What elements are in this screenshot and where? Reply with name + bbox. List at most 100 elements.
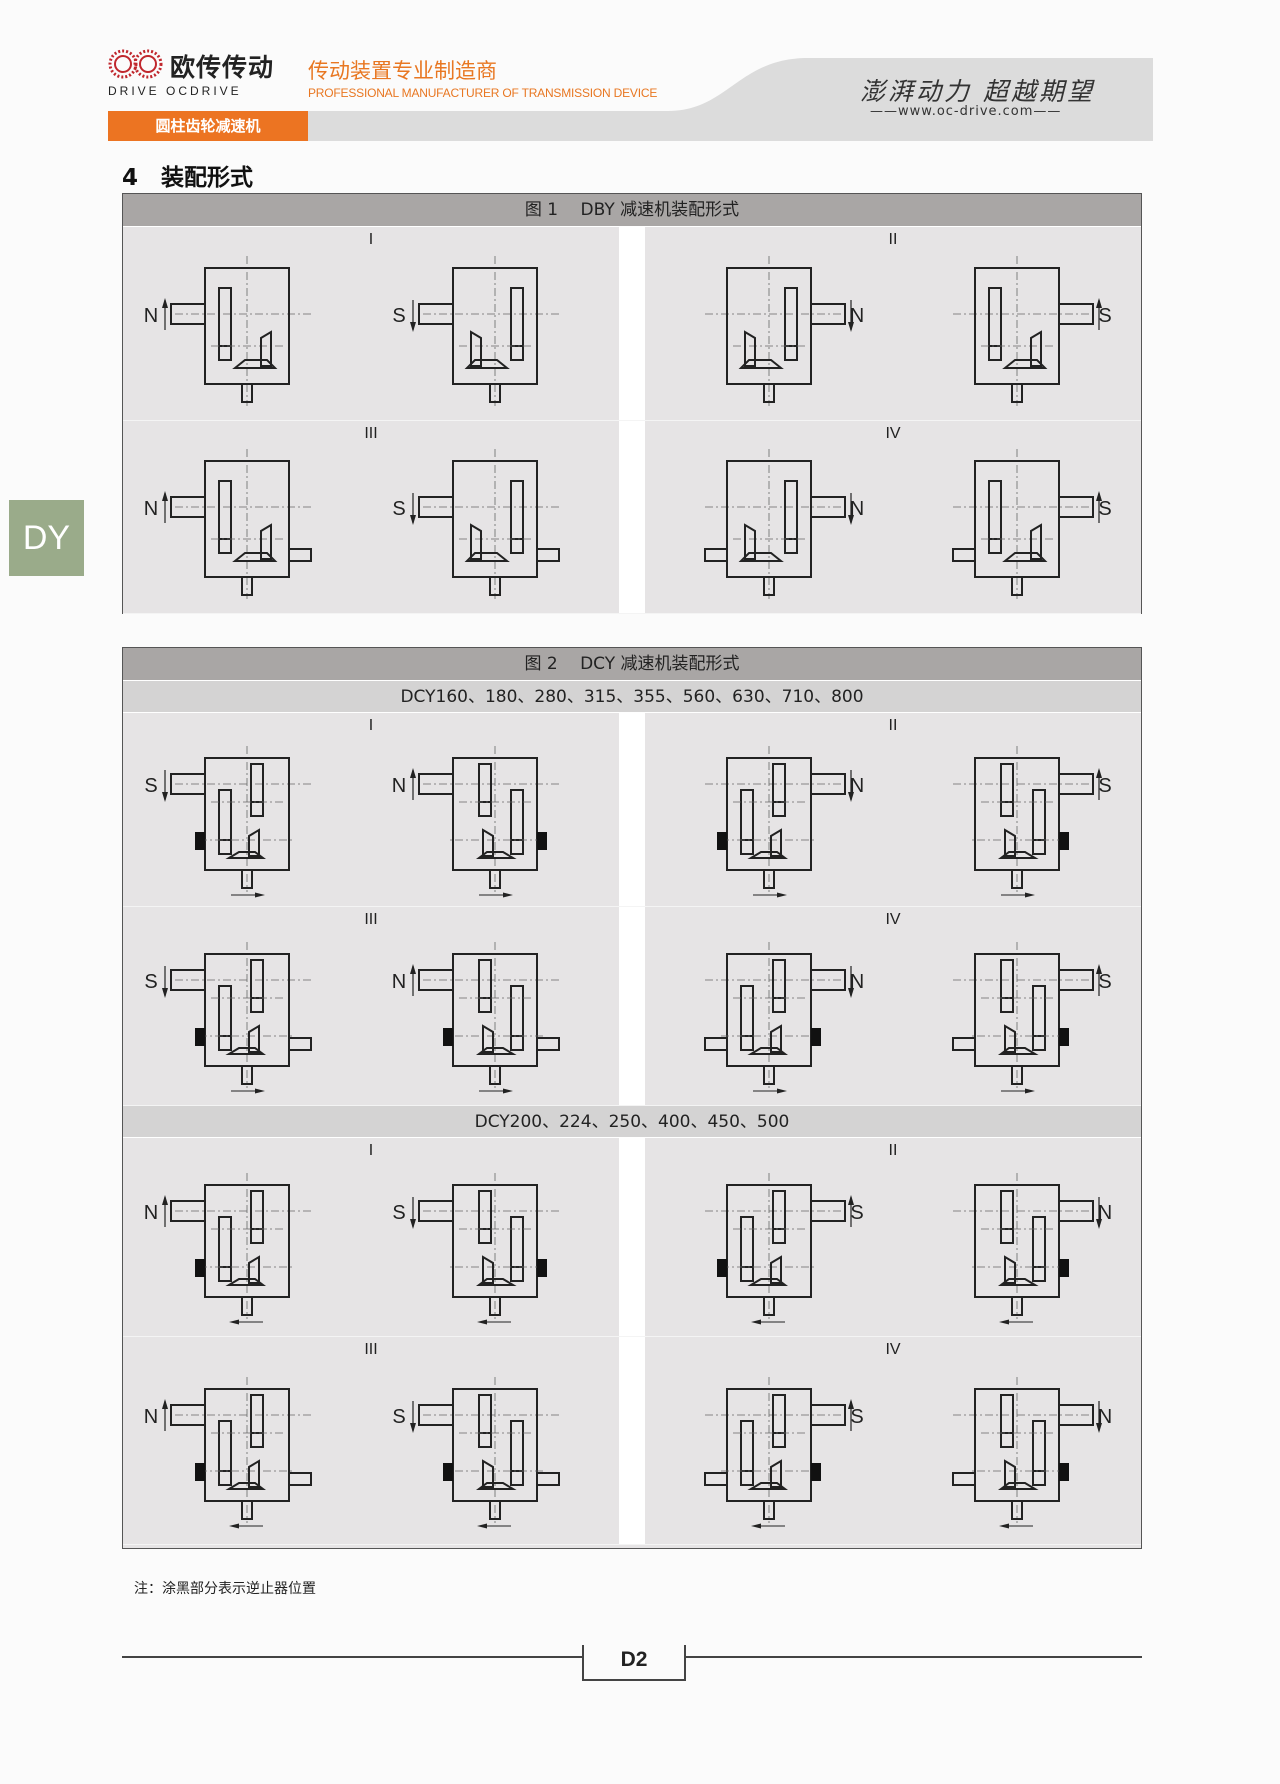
gear: [988, 286, 1002, 361]
rotation-label: N: [850, 305, 864, 327]
gear: [478, 762, 492, 817]
input-shaft: [1058, 969, 1094, 991]
rotation-label: S: [850, 1406, 863, 1428]
rotation-label: N: [850, 498, 864, 520]
input-shaft: [810, 302, 846, 325]
panel-gap: [619, 227, 645, 420]
output-shaft: [489, 1296, 501, 1316]
assembly-form-number: II: [888, 717, 898, 734]
gear-train: [447, 762, 543, 859]
bevel-gear: [744, 523, 756, 560]
backstop-block: [537, 831, 547, 850]
bevel-gear: [476, 1481, 517, 1490]
bevel-gear: [482, 827, 494, 857]
bevel-gear: [998, 1047, 1039, 1055]
assembly-form-number: III: [364, 425, 378, 442]
arrow-up-icon: [162, 491, 168, 501]
backstop-block: [811, 1462, 821, 1481]
backstop-block: [1059, 1028, 1069, 1046]
through-shaft: [704, 548, 728, 562]
category-tab: 圆柱齿轮减速机: [108, 111, 308, 141]
rotation-label: N: [1098, 1202, 1112, 1224]
gear: [510, 788, 524, 855]
rotation-label: S: [144, 775, 157, 797]
gear: [772, 959, 786, 1013]
arrow-down-icon: [410, 515, 416, 525]
gear-train: [199, 1393, 295, 1490]
arrow-left-icon: [229, 1523, 239, 1528]
output-shaft: [1011, 1065, 1023, 1085]
diagram-cell: S: [371, 227, 619, 420]
brand-name-cn: 欧传传动: [170, 53, 275, 82]
gear: [784, 480, 798, 554]
gear-train: [969, 1393, 1065, 1490]
output-shaft: [763, 576, 775, 596]
input-shaft: [170, 772, 206, 795]
gear: [478, 1190, 492, 1244]
rotation-label: N: [144, 1202, 158, 1224]
backstop-block: [443, 1028, 453, 1046]
gearbox-diagram: S: [952, 449, 1112, 599]
output-shaft: [489, 382, 501, 403]
gearbox-diagram: N: [144, 1376, 312, 1528]
panel-gap: [619, 1138, 645, 1336]
output-shaft: [489, 576, 501, 596]
input-shaft: [418, 969, 454, 991]
arrow-up-icon: [1096, 964, 1102, 974]
rotation-label: N: [144, 498, 158, 520]
group-2-subtitle: DCY200、224、250、400、450、500: [123, 1106, 1141, 1138]
gearbox-diagram: N: [144, 1173, 311, 1325]
arrow-up-icon: [848, 1195, 854, 1205]
input-shaft: [170, 969, 206, 991]
section-title: 4 装配形式: [122, 165, 254, 191]
output-shaft: [489, 1065, 501, 1085]
brand-name-en: DRIVE OCDRIVE: [108, 84, 242, 98]
assembly-form-number: III: [364, 1341, 378, 1358]
bevel-gear: [770, 1024, 782, 1053]
arrow-up-icon: [848, 1398, 854, 1409]
gearbox-diagram: N: [392, 745, 559, 897]
bevel-gear: [1004, 1458, 1016, 1488]
arrow-left-icon: [999, 1319, 1009, 1325]
bevel-gear: [770, 1458, 782, 1488]
gear: [740, 1216, 754, 1282]
bevel-gear: [464, 552, 510, 562]
gear: [250, 1393, 264, 1448]
output-shaft: [763, 1296, 775, 1316]
arrow-down-icon: [162, 988, 168, 998]
assembly-form-number: II: [888, 231, 898, 248]
company-logo: 欧传传动 DRIVE OCDRIVE: [108, 44, 278, 102]
gear: [510, 1216, 524, 1282]
gearbox-diagram: N: [705, 255, 864, 406]
arrow-up-icon: [162, 1195, 168, 1205]
diagram-cell: N: [645, 421, 893, 613]
input-shaft: [810, 1200, 846, 1222]
gear: [218, 1216, 232, 1282]
rotation-label: N: [392, 971, 406, 993]
output-shaft: [489, 868, 501, 889]
input-shaft: [170, 1200, 206, 1222]
diagram-cell: N: [645, 907, 893, 1105]
arrow-down-icon: [410, 1422, 416, 1433]
through-shaft: [704, 1471, 728, 1486]
arrow-down-icon: [848, 988, 854, 998]
diagram-cell: N: [371, 713, 619, 906]
gear: [218, 985, 232, 1051]
bevel-gear: [248, 827, 260, 857]
output-shaft: [241, 1499, 253, 1520]
gearbox-diagram: N: [953, 1173, 1112, 1325]
bevel-gear: [260, 523, 272, 560]
through-shaft: [288, 1037, 312, 1051]
bevel-gear: [738, 552, 784, 562]
gear: [1032, 985, 1046, 1051]
